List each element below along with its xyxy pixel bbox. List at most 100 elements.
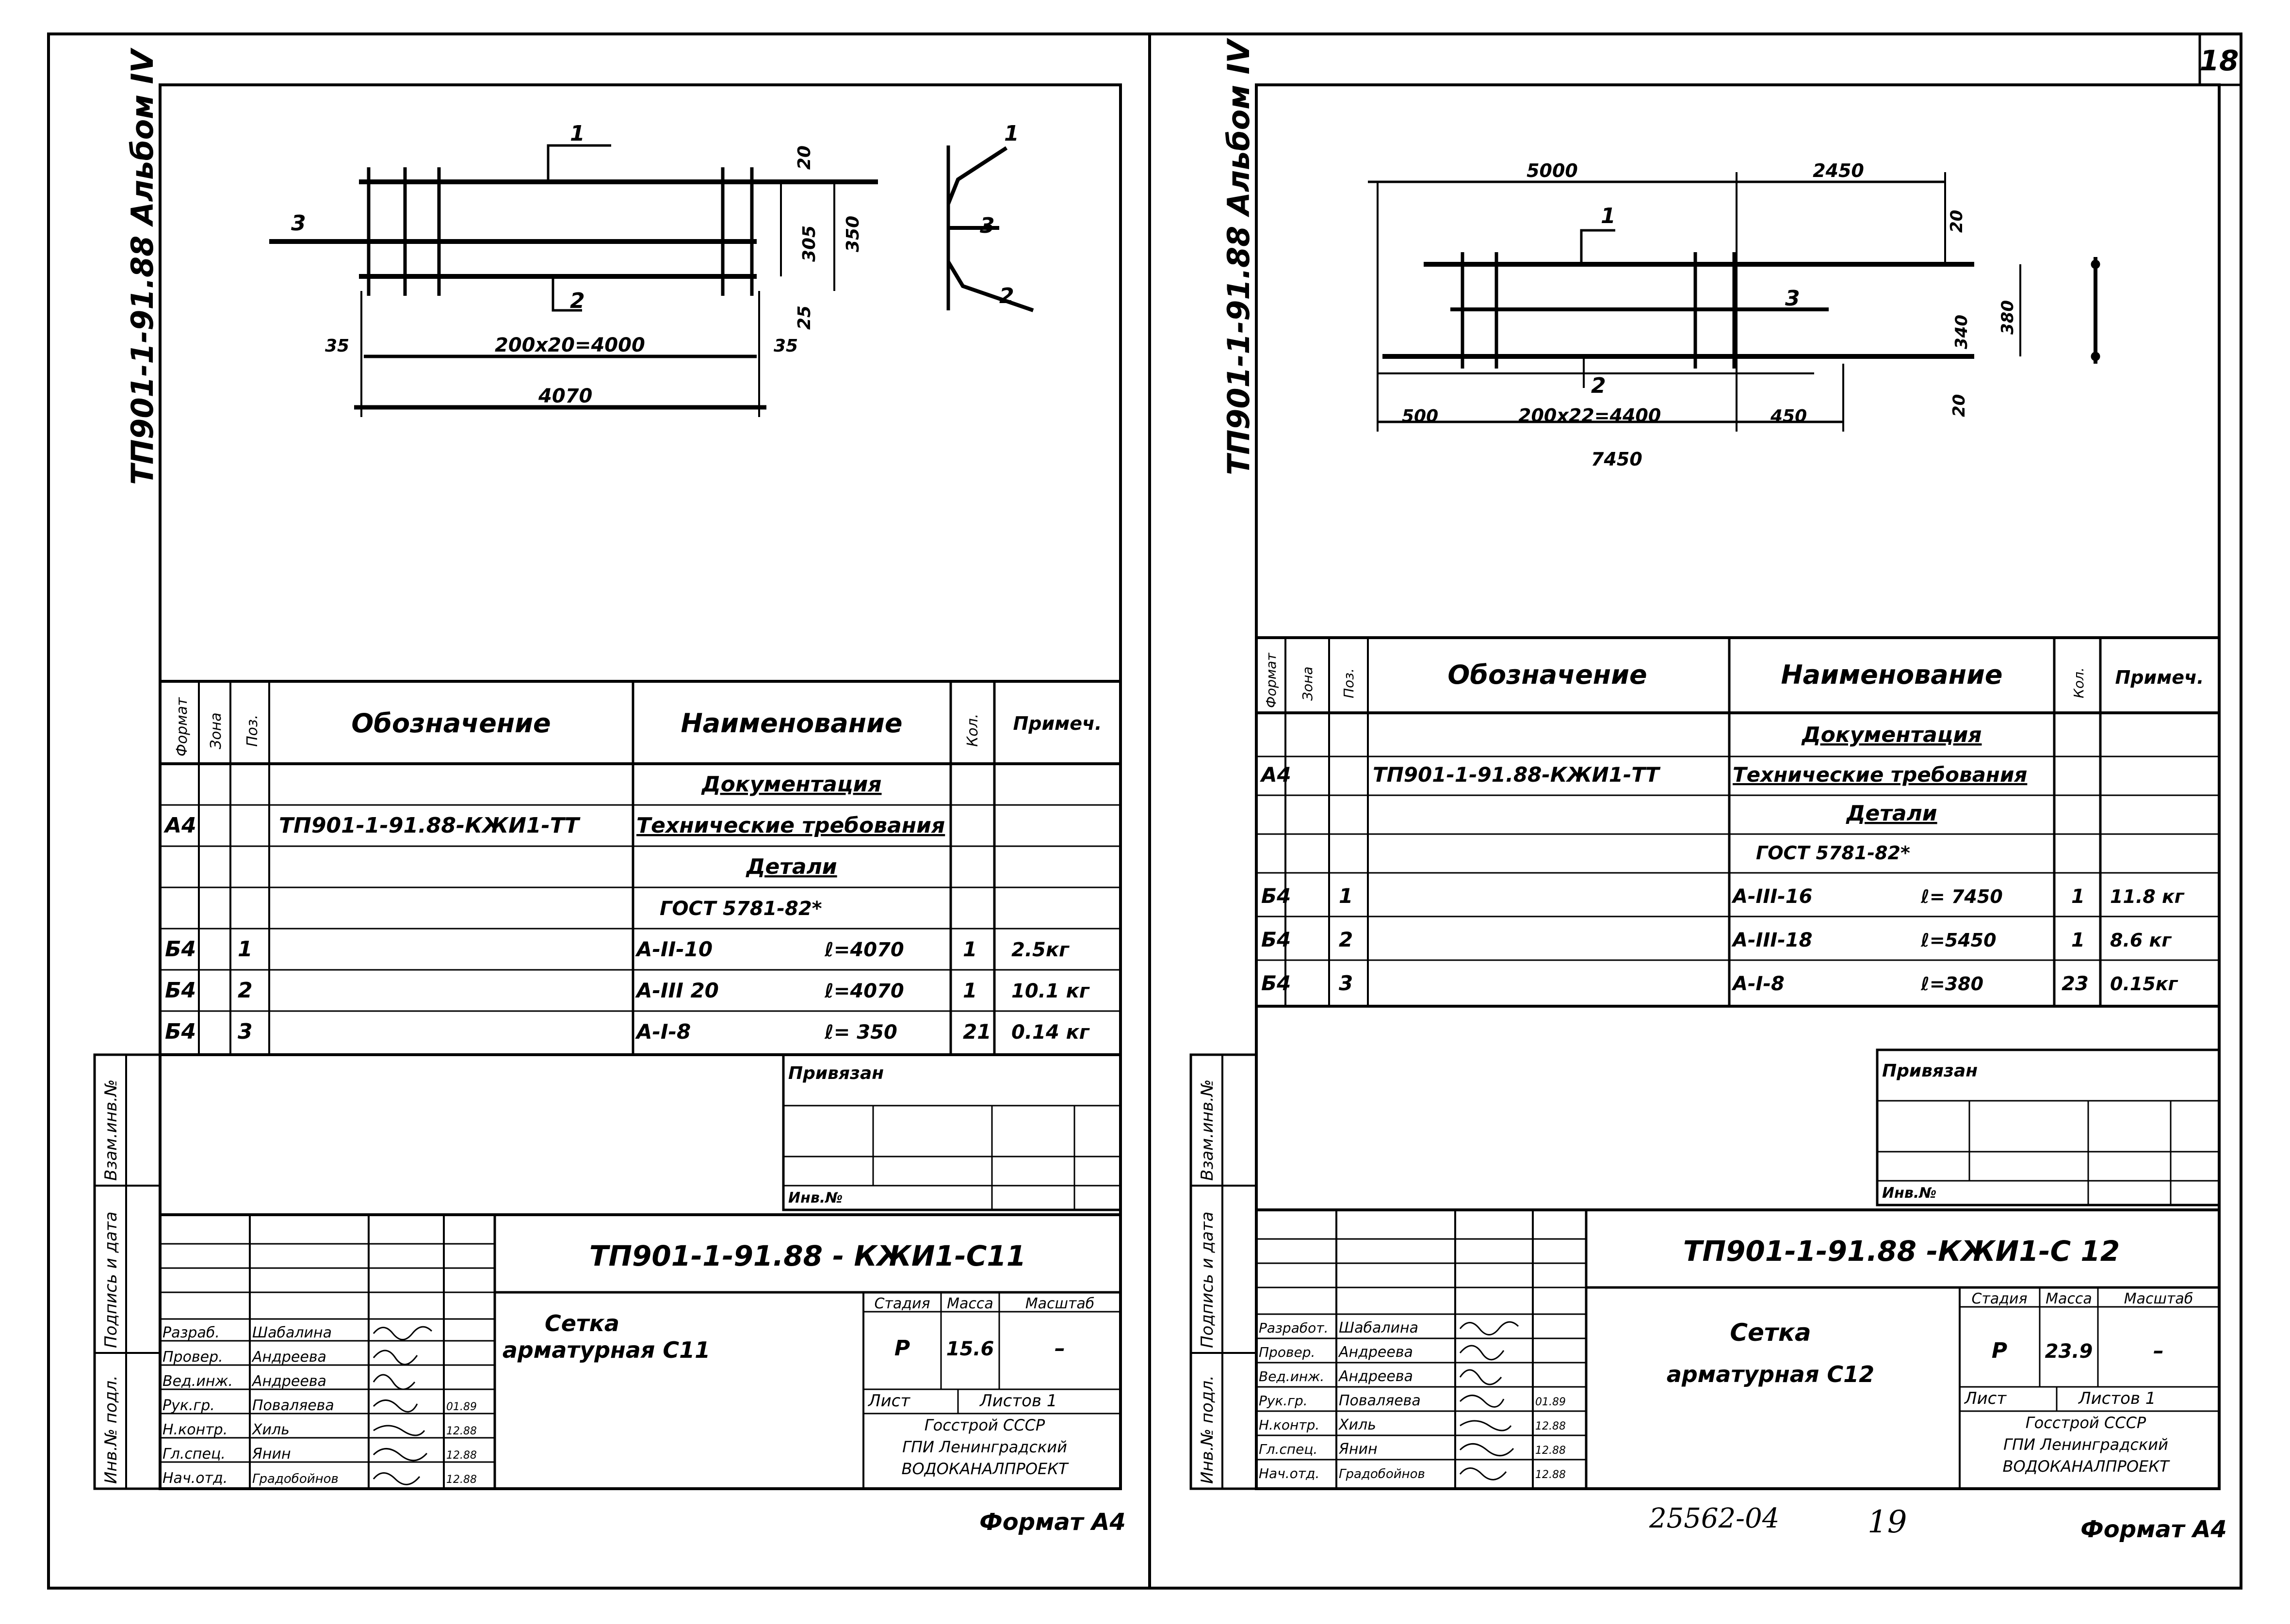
left-role-4: Рук.гр.: [162, 1397, 215, 1414]
left-row6-name: А-III 20: [635, 979, 719, 1002]
right-row5-len: ℓ= 7450: [1920, 886, 2003, 907]
right-side-label-inv: Инв.№ подл.: [1198, 1375, 1217, 1484]
right-dim-h1: 340: [1952, 315, 1971, 349]
left-title-line2: арматурная С11: [503, 1337, 710, 1363]
right-stage-label: Стадия: [1971, 1290, 2027, 1307]
left-signatures: [373, 1326, 433, 1485]
left-mass: 15.6: [946, 1338, 994, 1360]
left-col-name: Наименование: [681, 708, 902, 739]
left-row6-len: ℓ=4070: [824, 980, 904, 1002]
right-role-3: Вед.инж.: [1259, 1368, 1324, 1384]
left-scale-label: Масштаб: [1025, 1295, 1095, 1312]
right-name-3: Андреева: [1338, 1368, 1413, 1385]
right-sheet-label: Лист: [1964, 1389, 2007, 1408]
left-col-zone: Зона: [208, 712, 225, 749]
right-col-qty: Кол.: [2071, 667, 2087, 698]
right-stage: Р: [1992, 1338, 2007, 1363]
left-date-6: 12.88: [446, 1449, 477, 1462]
left-callout-1: 1: [570, 121, 585, 146]
right-org-1: Госстрой СССР: [2026, 1414, 2146, 1432]
left-date-7: 12.88: [446, 1474, 477, 1486]
left-row-documentation: Документация: [700, 772, 881, 797]
right-col-name: Наименование: [1781, 659, 2002, 690]
left-role-2: Провер.: [162, 1349, 223, 1366]
left-col-pos: Поз.: [244, 715, 261, 747]
right-inv: Инв.№: [1882, 1185, 1936, 1202]
right-row2-code: ТП901-1-91.88-КЖИ1-ТТ: [1373, 763, 1661, 787]
right-role-7: Нач.отд.: [1259, 1465, 1319, 1481]
right-row2-format: А4: [1260, 763, 1291, 787]
right-name-2: Андреева: [1338, 1344, 1413, 1361]
left-privyazan: Привязан: [788, 1063, 884, 1083]
right-name-4: Поваляева: [1339, 1392, 1421, 1409]
right-role-6: Гл.спец.: [1259, 1441, 1317, 1457]
left-org-1: Госстрой СССР: [925, 1416, 1045, 1434]
left-dim-total: 4070: [538, 385, 592, 407]
right-date-4: 01.89: [1535, 1396, 1566, 1408]
right-doc-code: ТП901-1-91.88 -КЖИ1-С 12: [1683, 1235, 2120, 1268]
left-row2-name: Технические требования: [636, 813, 945, 838]
right-dim-total: 7450: [1591, 449, 1642, 470]
left-dim-right: 35: [774, 336, 798, 356]
left-row-gost: ГОСТ 5781-82*: [660, 898, 822, 920]
right-dim-d2: 2450: [1813, 160, 1864, 181]
right-date-7: 12.88: [1535, 1469, 1566, 1481]
right-row-documentation: Документация: [1801, 723, 1981, 747]
left-side-callout-1: 1: [1004, 121, 1019, 146]
left-format: Формат А4: [979, 1509, 1126, 1536]
left-dim-h1: 305: [799, 225, 819, 262]
right-mass-label: Масса: [2046, 1290, 2092, 1307]
left-callout-2: 2: [570, 289, 585, 313]
right-row5-format: Б4: [1261, 884, 1291, 908]
right-spec-header: Формат Зона Поз. Обозначение Наименовани…: [1263, 653, 2204, 708]
left-people: Разраб. Шабалина Провер. Андреева Вед.ин…: [162, 1324, 477, 1487]
left-row5-len: ℓ=4070: [824, 939, 904, 961]
left-name-1: Шабалина: [252, 1324, 332, 1341]
left-org-2: ГПИ Ленинградский: [902, 1438, 1067, 1456]
left-dim-bottom: 25: [795, 306, 814, 330]
left-side-title: ТП901-1-91.88 Альбом IV: [125, 47, 160, 485]
left-col-qty: Кол.: [964, 714, 981, 747]
page-number-box: 18: [2198, 34, 2241, 86]
left-side-label-zam: Взам.инв.№: [101, 1079, 121, 1181]
left-dim-h2: 350: [843, 216, 863, 252]
left-row5-pos: 1: [238, 937, 253, 962]
right-role-2: Провер.: [1259, 1344, 1315, 1360]
page-number: 18: [2200, 44, 2239, 77]
right-dim-span: 200x22=4400: [1518, 405, 1661, 426]
left-spec-rows: Документация А4 ТП901-1-91.88-КЖИ1-ТТ Те…: [163, 772, 1090, 1044]
left-name-4: Поваляева: [252, 1397, 334, 1414]
right-col-note: Примеч.: [2115, 667, 2204, 688]
left-name-5: Хиль: [251, 1421, 290, 1438]
right-role-1: Разработ.: [1259, 1320, 1328, 1336]
left-row6-note: 10.1 кг: [1011, 980, 1090, 1002]
left-col-note: Примеч.: [1013, 713, 1102, 734]
left-side-callout-3: 3: [980, 213, 995, 238]
left-callout-3: 3: [291, 211, 306, 236]
right-dim-right: 450: [1770, 406, 1807, 426]
right-row-details: Детали: [1845, 801, 1937, 826]
right-date-5: 12.88: [1535, 1420, 1566, 1432]
left-dim-left: 35: [325, 336, 349, 356]
right-dim-d1: 5000: [1527, 160, 1578, 181]
right-name-5: Хиль: [1338, 1416, 1376, 1433]
left-row6-qty: 1: [963, 979, 977, 1002]
left-title-block: [159, 1213, 1122, 1490]
left-row5-qty: 1: [963, 937, 977, 961]
right-row2-name: Технические требования: [1733, 763, 2027, 787]
left-side-label-sign: Подпись и дата: [101, 1211, 121, 1348]
left-mass-label: Масса: [947, 1295, 993, 1312]
right-org-3: ВОДОКАНАЛПРОЕКТ: [2003, 1457, 2170, 1476]
right-scale-label: Масштаб: [2124, 1290, 2193, 1307]
left-row5-note: 2.5кг: [1011, 939, 1070, 961]
right-role-5: Н.контр.: [1259, 1417, 1319, 1433]
left-role-6: Гл.спец.: [162, 1446, 226, 1463]
left-privyazan-box: [782, 1053, 1122, 1211]
right-role-4: Рук.гр.: [1259, 1393, 1308, 1409]
left-dim-top: 20: [795, 145, 814, 170]
left-row5-name: А-II-10: [635, 937, 713, 961]
left-row6-pos: 2: [238, 978, 253, 1003]
right-people: Разработ. Шабалина Провер. Андреева Вед.…: [1259, 1319, 1566, 1481]
left-name-6: Янин: [252, 1446, 291, 1463]
left-role-3: Вед.инж.: [162, 1373, 233, 1390]
